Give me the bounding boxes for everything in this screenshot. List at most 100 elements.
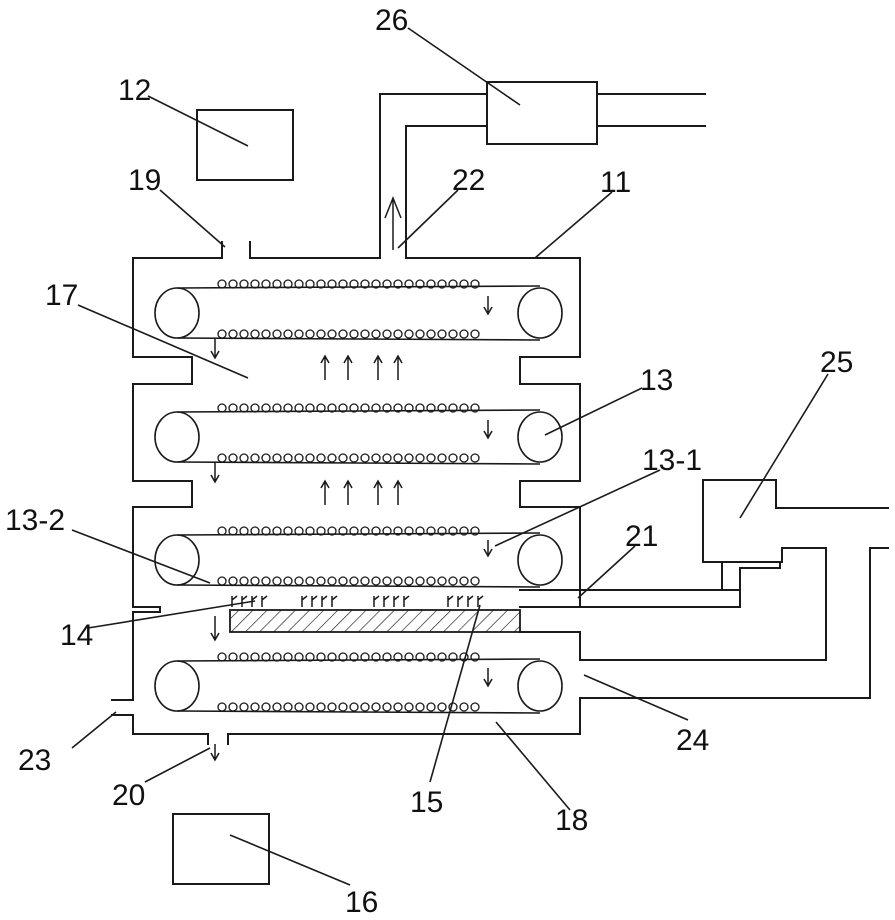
material-bead (294, 526, 304, 536)
material-bead (305, 526, 315, 536)
housing-left-wall (111, 257, 871, 745)
up-arrow (373, 354, 383, 380)
material-bead (316, 652, 326, 662)
box-12 (196, 109, 294, 181)
material-bead (371, 329, 381, 339)
material-bead (239, 576, 249, 586)
material-bead (349, 403, 359, 413)
material-bead (426, 576, 436, 586)
duct-21 (721, 561, 781, 591)
label-23: 23 (18, 744, 51, 777)
material-bead (360, 652, 370, 662)
material-bead (404, 279, 414, 289)
material-bead (272, 329, 282, 339)
material-bead (404, 702, 414, 712)
material-bead (250, 702, 260, 712)
material-bead (294, 279, 304, 289)
material-bead (239, 279, 249, 289)
material-bead (239, 329, 249, 339)
material-bead (426, 453, 436, 463)
material-bead (437, 279, 447, 289)
material-bead (415, 576, 425, 586)
material-bead (371, 576, 381, 586)
material-bead (349, 576, 359, 586)
material-bead (305, 403, 315, 413)
material-bead (283, 403, 293, 413)
conveyor-1 (154, 285, 563, 341)
material-bead (404, 526, 414, 536)
material-bead (371, 453, 381, 463)
material-bead (338, 329, 348, 339)
material-bead (272, 702, 282, 712)
label-25: 25 (820, 346, 853, 379)
material-bead (415, 279, 425, 289)
material-bead (228, 702, 238, 712)
material-bead (316, 403, 326, 413)
material-bead (448, 576, 458, 586)
material-bead (459, 526, 469, 536)
material-bead (426, 329, 436, 339)
material-bead (327, 329, 337, 339)
material-bead (327, 652, 337, 662)
material-bead (327, 702, 337, 712)
heat-mark (403, 595, 410, 607)
material-bead (415, 329, 425, 339)
up-arrow (320, 479, 330, 505)
material-bead (393, 652, 403, 662)
label-14: 14 (60, 619, 93, 652)
material-bead (448, 526, 458, 536)
material-bead (404, 403, 414, 413)
material-bead (437, 403, 447, 413)
label-17: 17 (45, 279, 78, 312)
material-bead (239, 453, 249, 463)
heat-mark (261, 595, 268, 607)
box-25 (702, 479, 889, 591)
material-bead (448, 329, 458, 339)
material-bead (261, 403, 271, 413)
material-bead (294, 702, 304, 712)
material-bead (415, 526, 425, 536)
material-bead (437, 453, 447, 463)
material-bead (437, 576, 447, 586)
label-18: 18 (555, 804, 588, 837)
material-bead (272, 526, 282, 536)
label-24: 24 (676, 724, 709, 757)
conveyor-3 (154, 532, 563, 588)
down-arrow (210, 338, 220, 360)
label-11: 11 (600, 166, 631, 199)
material-bead (338, 576, 348, 586)
inlet-port-19 (221, 241, 381, 259)
material-bead (283, 702, 293, 712)
material-bead (261, 652, 271, 662)
box-16 (172, 813, 270, 885)
material-bead (393, 329, 403, 339)
material-bead (448, 403, 458, 413)
material-bead (261, 526, 271, 536)
heat-mark (321, 595, 328, 607)
heat-mark (477, 595, 484, 607)
material-bead (360, 403, 370, 413)
material-bead (404, 576, 414, 586)
material-bead (228, 403, 238, 413)
exhaust-duct-22 (379, 93, 488, 259)
material-bead (426, 526, 436, 536)
material-bead (316, 526, 326, 536)
material-bead (426, 702, 436, 712)
material-bead (261, 329, 271, 339)
material-bead (316, 453, 326, 463)
material-bead (316, 576, 326, 586)
material-bead (305, 329, 315, 339)
material-bead (272, 453, 282, 463)
material-bead (283, 279, 293, 289)
material-bead (382, 702, 392, 712)
material-bead (239, 403, 249, 413)
label-16: 16 (345, 886, 378, 919)
material-bead (459, 279, 469, 289)
material-bead (217, 279, 227, 289)
duct-26-out (596, 93, 706, 127)
material-bead (250, 329, 260, 339)
material-bead (338, 652, 348, 662)
down-arrow (483, 420, 493, 440)
material-bead (228, 526, 238, 536)
